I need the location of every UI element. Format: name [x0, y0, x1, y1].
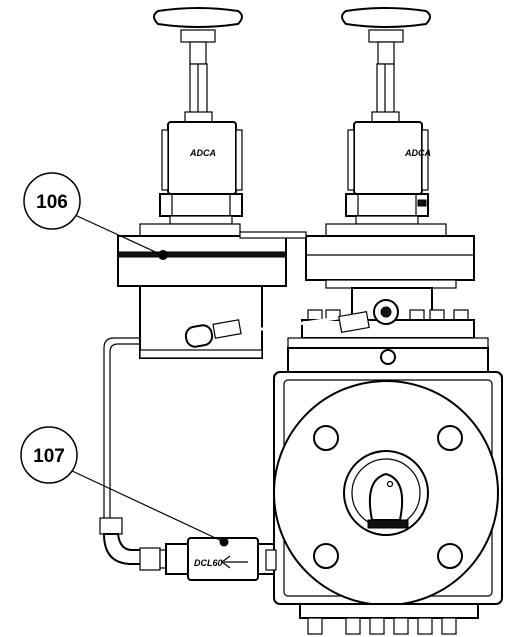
callout-107-leader	[69, 469, 225, 543]
valve-plug	[368, 472, 404, 521]
callout-106-bubble	[23, 172, 81, 230]
right-pilot-regulator: ADCA	[305, 7, 475, 337]
elbow-bend	[102, 533, 143, 565]
flange-bolt-hole-br	[437, 543, 463, 569]
main-valve	[273, 309, 503, 635]
right-bonnet	[353, 121, 423, 195]
left-handwheel	[153, 7, 243, 28]
sensing-line	[99, 337, 171, 571]
diagonal-pilot-tube	[184, 299, 399, 348]
left-bonnet	[167, 121, 237, 195]
left-pilot-regulator: ADCA	[117, 7, 287, 359]
right-handwheel	[341, 7, 431, 28]
check-valve-marking: DCL60	[194, 558, 223, 568]
flange-bolt-hole-tl	[313, 425, 339, 451]
elbow-fitting-top	[99, 517, 123, 535]
check-valve-hex-left	[165, 543, 189, 575]
bottom-feet	[307, 617, 457, 635]
left-brand-mark: ADCA	[189, 148, 216, 158]
check-valve: DCL60	[165, 537, 277, 581]
tube-fitting-left	[184, 324, 214, 348]
callout-106-leader	[74, 214, 163, 256]
callout-107: 107	[20, 426, 229, 547]
tube-fitting-right	[338, 310, 370, 334]
callout-106-label: 106	[36, 192, 68, 213]
callout-107-label: 107	[33, 446, 65, 467]
left-flange-bolt	[158, 250, 168, 260]
flow-arrow	[221, 555, 248, 569]
callout-106: 106	[23, 172, 163, 256]
top-plug	[380, 349, 396, 365]
left-regulator-body	[139, 285, 263, 359]
callout-107-bubble	[20, 426, 78, 484]
right-brand-mark: ADCA	[404, 148, 431, 158]
flange-bolt-hole-bl	[313, 543, 339, 569]
callout-107-marker	[219, 537, 229, 547]
right-flange	[305, 235, 475, 281]
flange-bolt-hole-tr	[437, 425, 463, 451]
left-flange	[117, 235, 287, 287]
